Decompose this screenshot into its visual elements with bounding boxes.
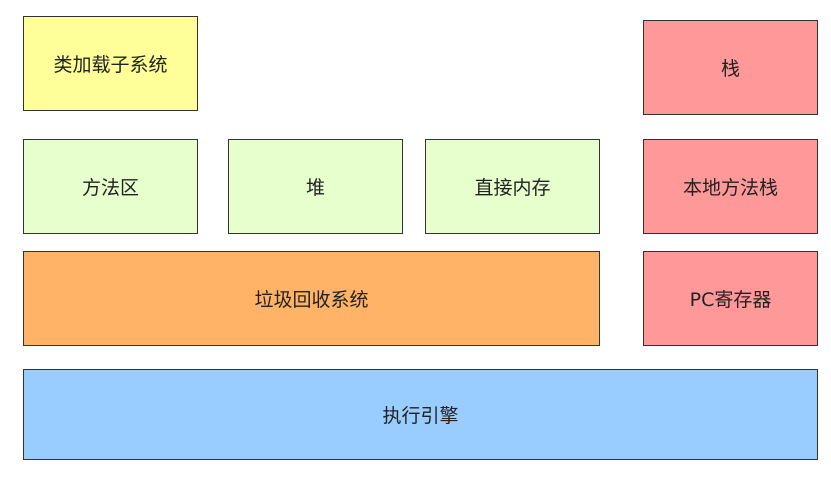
heap-label: 堆 <box>305 177 325 199</box>
garbage-collection-system-label: 垃圾回收系统 <box>254 289 369 311</box>
stack-label: 栈 <box>720 58 740 80</box>
native-method-stack-block: 本地方法栈 <box>643 139 818 234</box>
pc-register-block: PC寄存器 <box>643 251 818 346</box>
native-method-stack-label: 本地方法栈 <box>682 177 778 199</box>
method-area-block: 方法区 <box>23 139 198 234</box>
stack-block: 栈 <box>643 20 818 115</box>
class-loader-subsystem-block: 类加载子系统 <box>23 16 198 111</box>
heap-block: 堆 <box>228 139 403 234</box>
direct-memory-block: 直接内存 <box>425 139 600 234</box>
execution-engine-block: 执行引擎 <box>23 369 818 460</box>
method-area-label: 方法区 <box>81 177 139 199</box>
pc-register-label: PC寄存器 <box>689 289 772 311</box>
class-loader-subsystem-label: 类加载子系统 <box>53 54 168 76</box>
garbage-collection-system-block: 垃圾回收系统 <box>23 251 600 346</box>
direct-memory-label: 直接内存 <box>474 177 551 199</box>
execution-engine-label: 执行引擎 <box>382 405 459 427</box>
